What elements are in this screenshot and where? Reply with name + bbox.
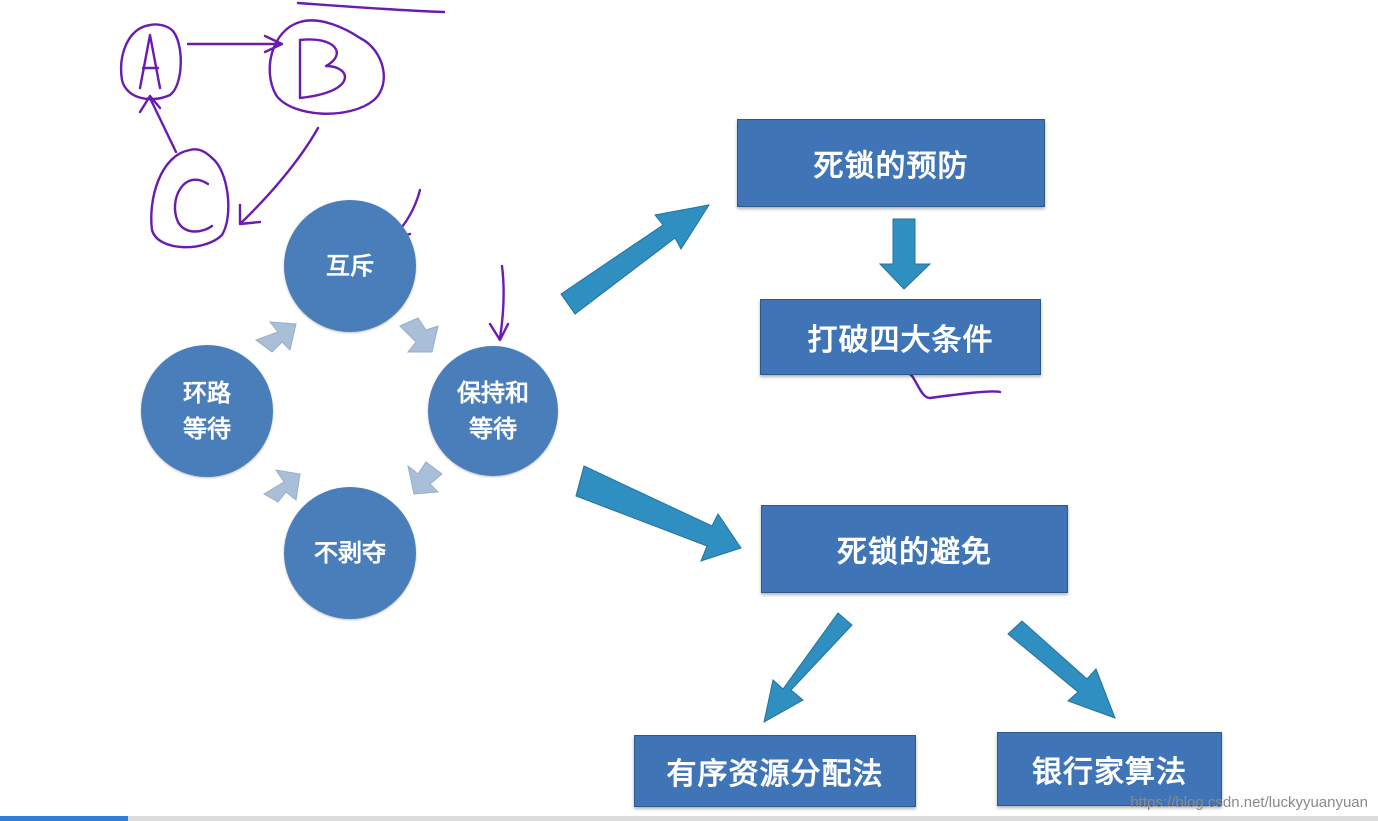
ink-letter-b — [298, 38, 347, 100]
condition-hold-and-wait-node: 保持和 等待 — [428, 346, 558, 476]
arrow-avoidance-to-banker — [1007, 620, 1116, 719]
bankers-algorithm-box: 银行家算法 — [997, 732, 1222, 806]
arrow-to-prevention — [560, 204, 711, 315]
arrow-avoidance-to-ordered — [763, 612, 853, 723]
cycle-arrow-hold-to-nopreempt — [407, 461, 443, 495]
condition-circular-wait-node: 环路 等待 — [141, 345, 273, 477]
deadlock-avoidance-box: 死锁的避免 — [761, 505, 1068, 593]
ink-arrow-b-to-c — [238, 126, 320, 226]
ink-top-line — [296, 1, 446, 14]
cycle-arrow-nopreempt-to-circular — [263, 469, 301, 503]
condition-no-preemption-node: 不剥夺 — [284, 487, 416, 619]
deadlock-prevention-box: 死锁的预防 — [737, 119, 1045, 207]
arrow-prevention-to-break — [878, 218, 932, 290]
ink-letter-c — [173, 178, 214, 233]
video-progress-fill — [0, 816, 129, 821]
break-four-conditions-box: 打破四大条件 — [760, 299, 1041, 375]
arrow-to-avoidance — [575, 465, 742, 562]
watermark-url: https://blog.csdn.net/luckyyuanyuan — [1130, 794, 1368, 811]
video-progress-bar[interactable] — [0, 816, 1378, 821]
ordered-resource-allocation-box: 有序资源分配法 — [634, 735, 916, 807]
ink-arrow-c-to-a — [138, 94, 178, 154]
ink-mark-hold — [488, 264, 510, 342]
ink-node-a — [119, 23, 182, 101]
ink-letter-a — [138, 33, 162, 90]
ink-arrow-a-to-b — [186, 34, 284, 54]
ink-node-c — [150, 148, 230, 249]
ink-node-b — [268, 19, 385, 115]
condition-mutual-exclusion-node: 互斥 — [284, 200, 416, 332]
cycle-arrow-mutex-to-hold — [399, 317, 439, 353]
cycle-arrow-circular-to-mutex — [254, 321, 297, 353]
